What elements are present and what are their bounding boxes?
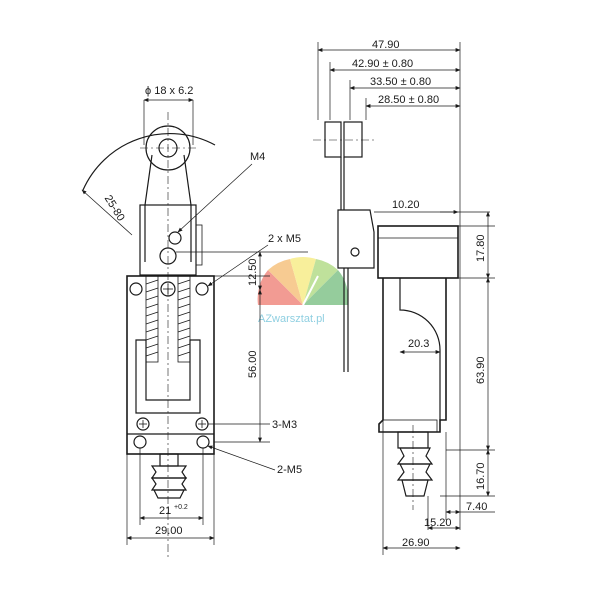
inner-window bbox=[135, 339, 201, 414]
head-side bbox=[377, 225, 459, 279]
m5-hole bbox=[133, 435, 147, 449]
dim-top: 12.50 bbox=[247, 258, 259, 286]
mount-hole bbox=[129, 282, 143, 296]
dim-width: 29.00 bbox=[155, 525, 183, 537]
dim-269: 26.90 bbox=[402, 537, 430, 549]
side-view: 47.90 42.90 ± 0.80 33.50 ± 0.80 28.50 ± … bbox=[313, 39, 495, 555]
roller-side-right bbox=[343, 121, 363, 158]
watermark-text: AZwarsztat.pl bbox=[258, 313, 325, 325]
watermark-logo bbox=[257, 257, 349, 306]
m5-bottom-label: 2-M5 bbox=[277, 464, 302, 476]
dim-429: 42.90 ± 0.80 bbox=[352, 58, 413, 70]
swing-arc bbox=[82, 132, 216, 191]
dim-102: 10.20 bbox=[392, 199, 420, 211]
mount-hole bbox=[195, 282, 209, 296]
m5-label: 2 x M5 bbox=[268, 233, 301, 245]
dim-178: 17.80 bbox=[475, 234, 487, 262]
m4-screw bbox=[168, 231, 182, 245]
dim-74: 7.40 bbox=[466, 501, 487, 513]
spring-right bbox=[177, 275, 191, 363]
front-view: 25-80 ϕ bbox=[81, 85, 308, 560]
dim-203: 20.3 bbox=[408, 338, 429, 350]
switch-body bbox=[126, 275, 215, 455]
roller-side-left bbox=[324, 121, 342, 158]
dim-152: 15.20 bbox=[424, 517, 452, 529]
dim-285: 28.50 ± 0.80 bbox=[378, 94, 439, 106]
body-curve bbox=[399, 278, 441, 420]
gland-side bbox=[396, 425, 434, 510]
dim-167: 16.70 bbox=[475, 462, 487, 490]
m4-label: M4 bbox=[250, 151, 265, 163]
roller-dim-label: ϕ 18 x 6.2 bbox=[145, 85, 193, 97]
lever-block-side bbox=[337, 209, 375, 269]
dim-bottom-inner: 21 bbox=[159, 505, 171, 517]
dim-335: 33.50 ± 0.80 bbox=[370, 76, 431, 88]
dim-479: 47.90 bbox=[372, 39, 400, 51]
pivot-screw bbox=[159, 247, 177, 265]
center-screw bbox=[160, 281, 176, 297]
m3-label: 3-M3 bbox=[272, 419, 297, 431]
m5-hole bbox=[196, 435, 210, 449]
body-side bbox=[378, 278, 447, 433]
dim-bottom-inner-tol: +0.2 bbox=[174, 504, 188, 511]
arm-range-label: 25-80 bbox=[102, 193, 127, 223]
cable-gland bbox=[150, 453, 188, 499]
spring-left bbox=[145, 275, 159, 363]
dim-639: 63.90 bbox=[475, 356, 487, 384]
m3-screw bbox=[136, 417, 150, 431]
dim-middle: 56.00 bbox=[247, 350, 259, 378]
